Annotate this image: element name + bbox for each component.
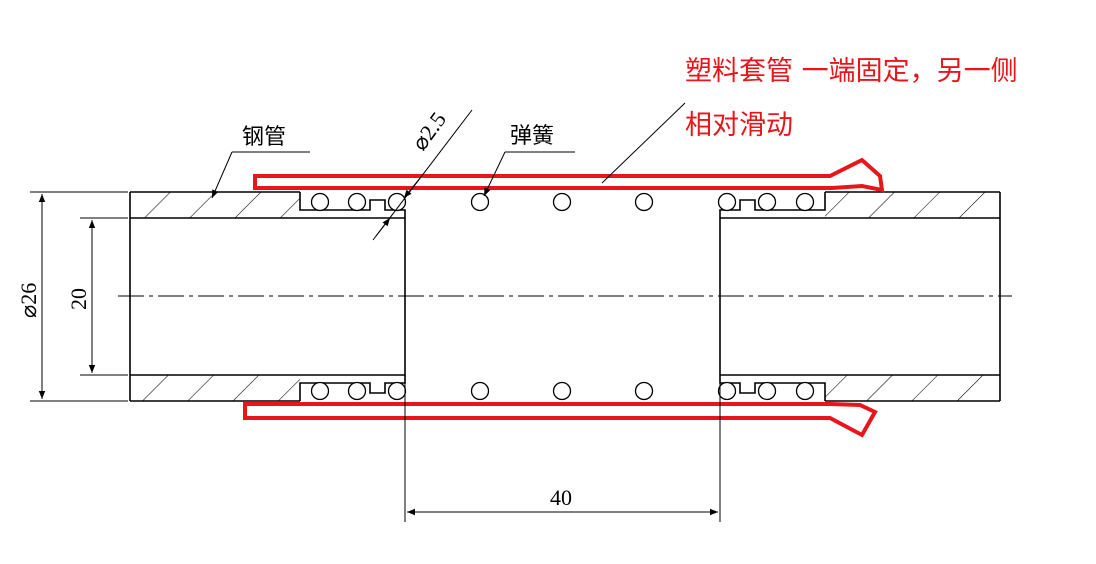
wire-diameter-label: ⌀2.5 <box>407 107 451 155</box>
left-steel-pipe <box>129 191 406 402</box>
outer-diameter-label: ⌀26 <box>16 283 41 318</box>
spring-label: 弹簧 <box>510 124 554 149</box>
wire-diameter-leader: ⌀2.5 <box>372 107 473 241</box>
outer-diameter-dimension: ⌀26 <box>16 191 128 402</box>
inner-diameter-label: 20 <box>66 288 91 310</box>
annotation-line-2: 相对滑动 <box>685 110 793 141</box>
plastic-sleeve <box>243 157 885 438</box>
inner-diameter-dimension: 20 <box>66 217 128 376</box>
sleeve-annotation: 塑料套管 一端固定，另一侧 相对滑动 <box>601 56 1018 184</box>
gap-length-label: 40 <box>550 485 572 510</box>
steel-pipe-label: 钢管 <box>242 125 286 150</box>
spring-coils <box>310 192 815 401</box>
steel-pipe-leader: 钢管 <box>211 125 310 199</box>
spring-leader: 弹簧 <box>483 124 575 197</box>
gap-length-dimension: 40 <box>404 378 721 522</box>
annotation-line-1: 塑料套管 一端固定，另一侧 <box>685 56 1018 87</box>
